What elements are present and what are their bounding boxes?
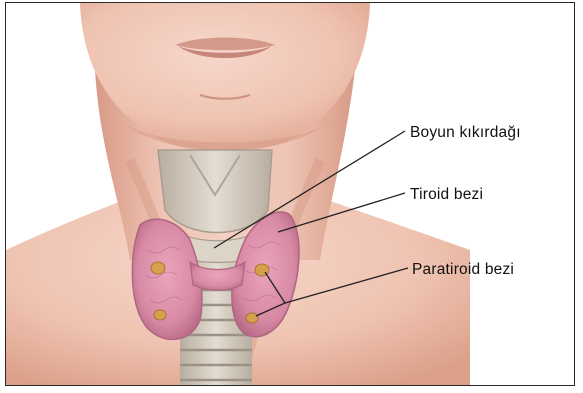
label-cartilage: Boyun kıkırdağı [410,124,521,142]
label-thyroid-gland: Tiroid bezi [410,186,483,204]
label-parathyroid-gland: Paratiroid bezi [412,261,514,279]
thyroid-cartilage [158,150,272,233]
